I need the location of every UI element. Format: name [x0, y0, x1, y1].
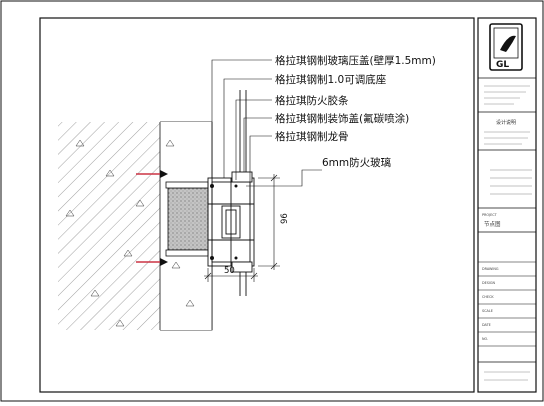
title-block	[477, 17, 537, 393]
title-fields: PROJECT DRAWING DESIGN CHECK SCALE DATE …	[482, 213, 499, 341]
callout-fire-glass: 6mm防火玻璃	[322, 156, 391, 169]
width-dimension	[204, 268, 258, 282]
drawing-name: 节点图	[484, 220, 501, 228]
callout-glass-cap: 格拉琪钢制玻璃压盖(壁厚1.5mm)	[275, 54, 436, 67]
section-label: 设计说明	[496, 119, 516, 126]
callout-fire-gasket: 格拉琪防火胶条	[275, 94, 349, 107]
note-lines	[484, 131, 530, 145]
height-dimension	[258, 174, 280, 270]
callout-leaders	[211, 59, 322, 206]
field-design: DESIGN	[482, 281, 496, 285]
company-info-lines	[484, 85, 530, 105]
company-logo-icon: GL	[489, 23, 523, 71]
callout-steel-keel: 格拉琪钢制龙骨	[275, 130, 349, 143]
height-dimension-value: 96	[280, 213, 290, 224]
decorative-cap	[231, 171, 253, 183]
width-dimension-value: 50	[224, 266, 235, 276]
field-drawing: DRAWING	[482, 267, 499, 271]
bottom-cap	[231, 261, 253, 273]
field-scale: SCALE	[482, 309, 493, 313]
drawing-frame	[39, 17, 475, 393]
footer-lines	[484, 371, 530, 381]
field-project: PROJECT	[482, 213, 498, 217]
field-check: CHECK	[482, 295, 494, 299]
field-date: DATE	[482, 323, 491, 327]
callout-decorative-cap: 格拉琪钢制装饰盖(氟碳喷涂)	[275, 112, 409, 125]
fire-filler-block	[167, 187, 209, 251]
fire-gaskets	[210, 184, 238, 260]
logo-text: GL	[496, 60, 509, 70]
top-steel-plate	[165, 181, 209, 189]
callout-adjustable-base: 格拉琪钢制1.0可调底座	[275, 73, 386, 86]
bottom-steel-plate	[165, 249, 209, 257]
steel-keel-profile	[207, 177, 255, 267]
field-number: NO.	[482, 337, 488, 341]
